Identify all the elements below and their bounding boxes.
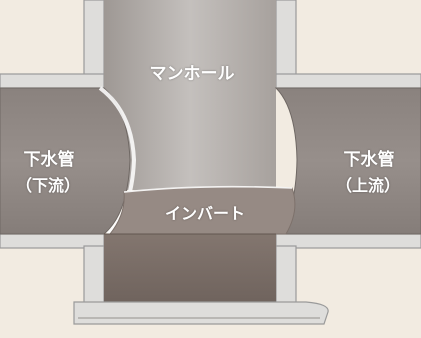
label-pipe-left-note: （下流） <box>15 176 80 195</box>
concrete-slab-bottom-right <box>275 233 421 249</box>
label-pipe-right-note: （上流） <box>335 176 400 195</box>
concrete-slab-top-right <box>275 73 421 89</box>
concrete-wall-lower-right <box>275 245 297 305</box>
invert-top-edge <box>123 185 293 193</box>
label-pipe-right-name: 下水管 <box>343 150 395 170</box>
concrete-wall-lower-left <box>83 245 105 305</box>
base-slab <box>73 301 329 325</box>
label-invert: インバート <box>164 204 245 223</box>
label-manhole: マンホール <box>149 64 235 84</box>
label-pipe-left-name: 下水管 <box>23 150 75 170</box>
concrete-slab-top-left <box>0 73 105 89</box>
manhole-lower-chamber <box>104 234 276 304</box>
concrete-wall-upper-left <box>83 0 105 87</box>
concrete-wall-upper-right <box>275 0 297 87</box>
